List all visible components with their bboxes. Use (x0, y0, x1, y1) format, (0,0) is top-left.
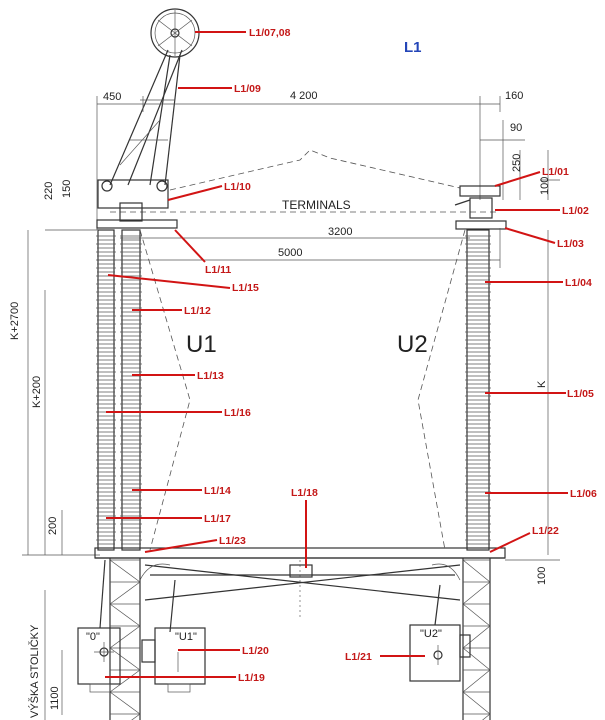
pole-u2-outline (417, 229, 466, 551)
base-frame (94, 547, 560, 620)
dim-5000: 5000 (278, 247, 302, 259)
label-l1-16: L1/16 (224, 407, 251, 419)
pole-u1-outline (139, 229, 191, 551)
terminals-text: TERMINALS (282, 198, 351, 212)
dim-3200: 3200 (328, 226, 352, 238)
drive-rod-left (99, 559, 106, 629)
dim-250: 250 (511, 154, 523, 172)
dim-220: 220 (43, 182, 55, 200)
dim-150: 150 (61, 180, 73, 198)
label-l1-03: L1/03 (557, 238, 584, 250)
dim-160: 160 (505, 90, 523, 102)
steel-support-left (109, 558, 141, 720)
label-l1-04: L1/04 (565, 277, 592, 289)
label-l1-18: L1/18 (291, 487, 318, 499)
pole-u2-text: U2 (397, 331, 428, 358)
operating-box-u2 (409, 624, 471, 682)
operating-box-0 (77, 627, 121, 693)
label-l1-12: L1/12 (184, 305, 211, 317)
label-l1-15: L1/15 (232, 282, 259, 294)
label-l1-09: L1/09 (234, 83, 261, 95)
label-l1-14: L1/14 (204, 485, 231, 497)
operating-box-u1 (141, 627, 206, 693)
label-l1-19: L1/19 (238, 672, 265, 684)
box-0-text: "0" (86, 631, 100, 643)
insulator-column-2 (120, 229, 142, 551)
steel-support-right (462, 558, 491, 720)
insulator-column-3 (465, 229, 491, 551)
dim-100-bottom: 100 (536, 567, 548, 585)
label-l1-11: L1/11 (205, 264, 231, 276)
label-l1-20: L1/20 (242, 645, 269, 657)
support-height-text: VÝŠKA STOLIČKY (28, 624, 41, 718)
left-head-assembly (96, 179, 178, 229)
box-u1-text: "U1" (175, 631, 197, 643)
dim-1100: 1100 (49, 686, 61, 710)
dim-90: 90 (510, 122, 522, 134)
dim-k: K (536, 380, 548, 388)
drive-rod-mid (169, 579, 176, 633)
dim-100-top: 100 (539, 177, 551, 195)
drive-rod-right (434, 584, 441, 626)
label-l1-22: L1/22 (532, 525, 559, 537)
dim-450: 450 (103, 91, 121, 103)
dim-k2700: K+2700 (9, 302, 21, 340)
label-l1-02: L1/02 (562, 205, 589, 217)
label-l1-05: L1/05 (567, 388, 594, 400)
mid-dimensions (45, 228, 501, 268)
open-arm-outline (169, 149, 461, 191)
insulator-column-1 (96, 229, 116, 551)
box-u2-text: "U2" (420, 628, 442, 640)
dim-k200: K+200 (31, 376, 43, 408)
drawing-title: L1 (404, 39, 422, 56)
label-l1-17: L1/17 (204, 513, 231, 525)
left-dimensions (22, 230, 100, 556)
pole-u1-text: U1 (186, 331, 217, 358)
label-l1-10: L1/10 (224, 181, 251, 193)
hand-wheel (150, 8, 200, 58)
label-l1-07-08: L1/07,08 (249, 27, 291, 39)
callout-leaders (105, 31, 568, 678)
right-head-assembly (454, 185, 507, 230)
label-l1-21: L1/21 (345, 651, 372, 663)
label-l1-01: L1/01 (542, 166, 569, 178)
dim-200: 200 (47, 517, 59, 535)
drive-mast (109, 49, 183, 186)
label-l1-06: L1/06 (570, 488, 597, 500)
label-l1-23: L1/23 (219, 535, 246, 547)
label-l1-13: L1/13 (197, 370, 224, 382)
top-dimensions (96, 96, 560, 230)
dim-4200: 4 200 (290, 90, 318, 102)
